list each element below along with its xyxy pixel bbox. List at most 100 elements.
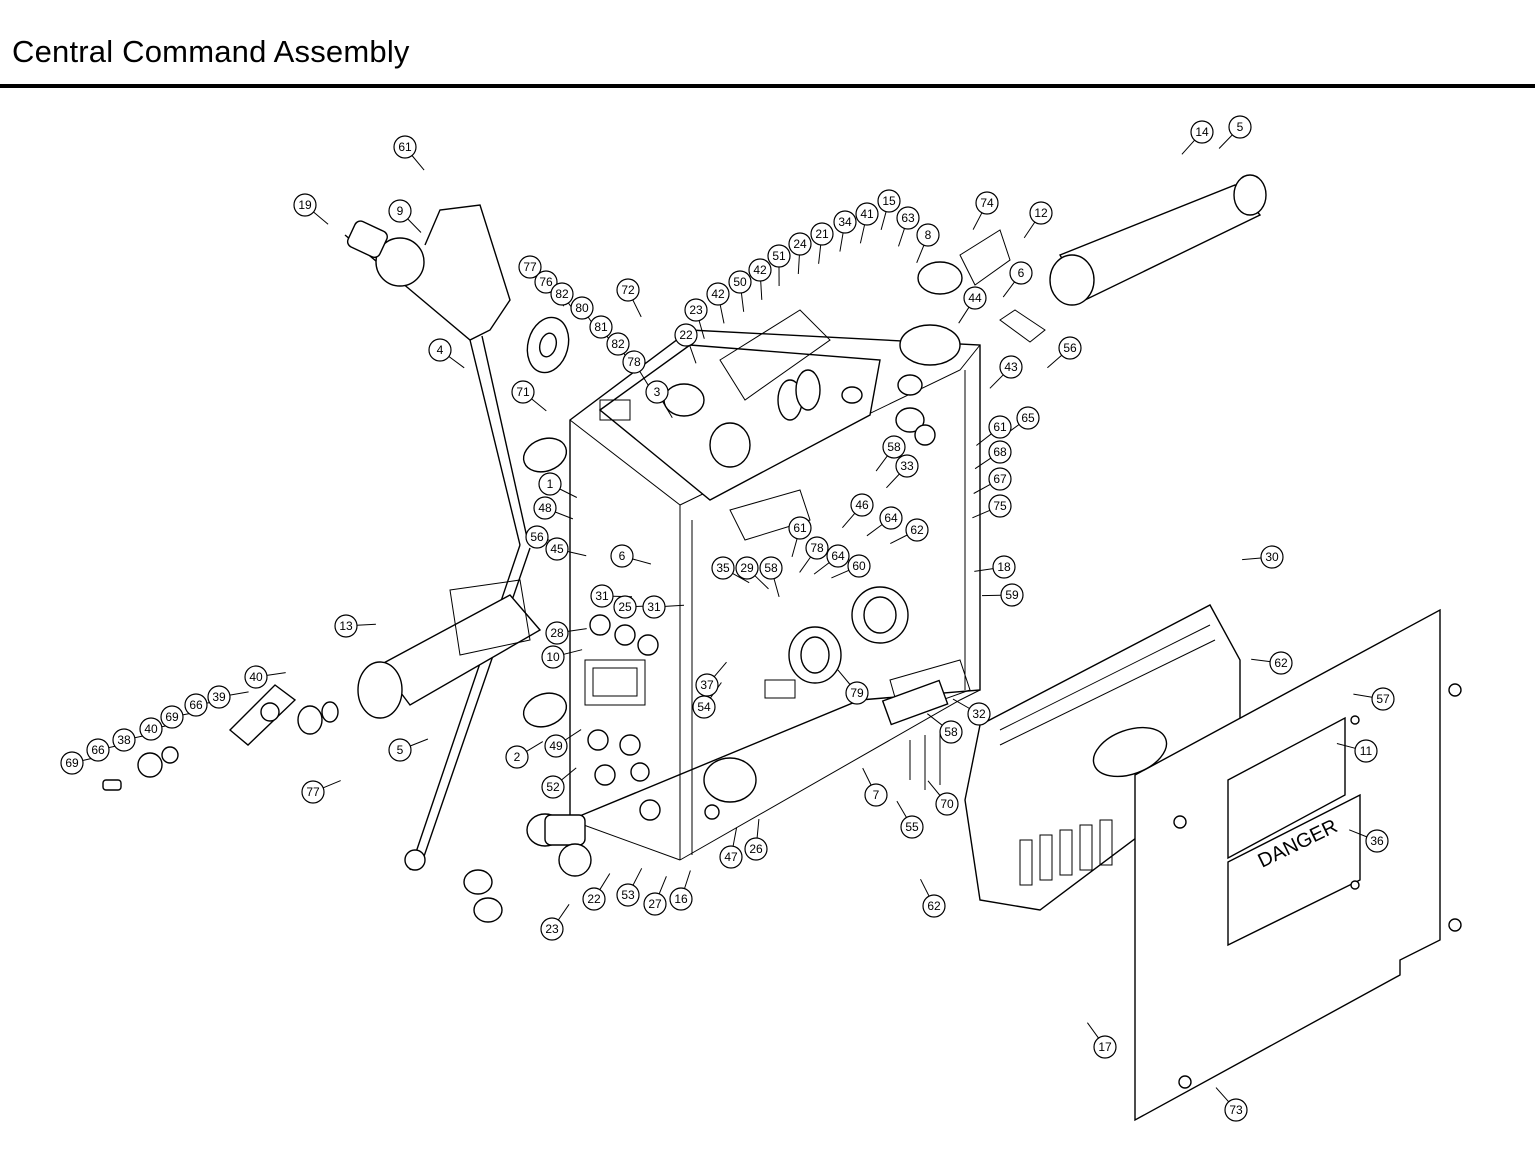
leader-line xyxy=(1047,354,1063,369)
callout-balloon: 64 xyxy=(879,506,903,530)
callout-balloon: 18 xyxy=(992,555,1016,579)
callout-balloon: 31 xyxy=(642,595,666,619)
callout-balloon: 62 xyxy=(1269,651,1293,675)
leader-line xyxy=(799,556,812,573)
callout-number: 28 xyxy=(550,626,564,640)
callout-balloon: 73 xyxy=(1224,1098,1248,1122)
leader-line xyxy=(972,509,991,519)
callout-number: 23 xyxy=(689,303,703,317)
callout-number: 80 xyxy=(575,301,589,315)
callout-number: 63 xyxy=(901,211,915,225)
callout-balloon: 48 xyxy=(533,496,557,520)
callout-balloon: 2 xyxy=(505,745,529,769)
callout-balloon: 9 xyxy=(388,199,412,223)
callout-balloon: 50 xyxy=(728,270,752,294)
callout-number: 17 xyxy=(1098,1040,1112,1054)
callout-balloon: 78 xyxy=(805,536,829,560)
callout-balloon: 79 xyxy=(845,681,869,705)
callout-number: 39 xyxy=(212,690,226,704)
leader-line xyxy=(842,512,856,529)
leader-line xyxy=(866,524,883,537)
callout-balloon: 77 xyxy=(301,780,325,804)
callout-number: 53 xyxy=(621,888,635,902)
callout-number: 33 xyxy=(900,459,914,473)
leader-line xyxy=(563,649,583,655)
callout-balloon: 6 xyxy=(1009,261,1033,285)
leader-line xyxy=(229,691,249,696)
callout-number: 47 xyxy=(724,850,738,864)
callout-balloon: 32 xyxy=(967,702,991,726)
callout-balloon: 5 xyxy=(1228,115,1252,139)
callout-number: 65 xyxy=(1021,411,1035,425)
callout-balloon: 69 xyxy=(160,705,184,729)
callout-number: 60 xyxy=(852,559,866,573)
leader-line xyxy=(664,604,685,607)
leader-line xyxy=(559,488,578,498)
callout-number: 50 xyxy=(733,275,747,289)
leader-line xyxy=(920,878,930,897)
callout-balloon: 5 xyxy=(388,738,412,762)
callout-number: 55 xyxy=(905,820,919,834)
callout-balloon: 41 xyxy=(855,202,879,226)
callout-balloon: 45 xyxy=(545,537,569,561)
callout-number: 38 xyxy=(117,733,131,747)
leader-line xyxy=(896,800,907,818)
callout-number: 7 xyxy=(873,788,880,802)
callout-balloon: 64 xyxy=(826,544,850,568)
callout-balloon: 66 xyxy=(86,738,110,762)
callout-balloon: 53 xyxy=(616,883,640,907)
callout-number: 19 xyxy=(298,198,312,212)
callout-balloon: 46 xyxy=(850,493,874,517)
callout-number: 61 xyxy=(993,420,1007,434)
callout-number: 58 xyxy=(944,725,958,739)
callout-number: 11 xyxy=(1360,744,1373,758)
callout-balloon: 82 xyxy=(550,282,574,306)
callout-balloon: 62 xyxy=(905,518,929,542)
leader-line xyxy=(875,455,888,472)
leader-line xyxy=(1251,658,1271,663)
leader-line xyxy=(797,254,800,275)
callout-balloon: 47 xyxy=(719,845,743,869)
callout-balloon: 69 xyxy=(60,751,84,775)
callout-number: 78 xyxy=(810,541,824,555)
callout-balloon: 65 xyxy=(1016,406,1040,430)
callout-balloon: 31 xyxy=(590,584,614,608)
callout-number: 23 xyxy=(545,922,559,936)
callout-balloon: 81 xyxy=(589,315,613,339)
callout-number: 66 xyxy=(91,743,105,757)
leader-line xyxy=(658,876,667,894)
callout-number: 64 xyxy=(884,511,898,525)
callout-number: 66 xyxy=(189,698,203,712)
leader-line xyxy=(567,551,587,557)
leader-line xyxy=(1353,693,1373,698)
leader-line xyxy=(632,558,652,565)
callout-number: 71 xyxy=(516,385,530,399)
leader-line xyxy=(1336,743,1356,749)
callout-number: 70 xyxy=(940,797,954,811)
callout-number: 8 xyxy=(925,228,932,242)
back-plate: DANGER xyxy=(1134,608,1462,1122)
callout-number: 73 xyxy=(1229,1103,1243,1117)
leader-line xyxy=(791,538,798,558)
callout-balloon: 58 xyxy=(759,556,783,580)
callout-balloon: 39 xyxy=(207,685,231,709)
callout-balloon: 60 xyxy=(847,554,871,578)
page-title: Central Command Assembly xyxy=(12,34,410,69)
leader-line xyxy=(974,457,992,470)
callout-number: 57 xyxy=(1376,692,1390,706)
callout-balloon: 10 xyxy=(541,645,565,669)
callout-balloon: 61 xyxy=(393,135,417,159)
callout-number: 24 xyxy=(793,237,807,251)
callout-number: 54 xyxy=(697,700,711,714)
callout-balloon: 15 xyxy=(877,189,901,213)
callout-balloon: 42 xyxy=(748,258,772,282)
callout-number: 21 xyxy=(815,227,829,241)
callout-balloon: 42 xyxy=(706,282,730,306)
callout-balloon: 40 xyxy=(139,717,163,741)
callout-balloon: 4 xyxy=(428,338,452,362)
callout-number: 64 xyxy=(831,549,845,563)
callout-balloon: 33 xyxy=(895,454,919,478)
leader-line xyxy=(1349,829,1367,838)
callout-balloon: 37 xyxy=(695,673,719,697)
rear-cover xyxy=(964,604,1241,911)
